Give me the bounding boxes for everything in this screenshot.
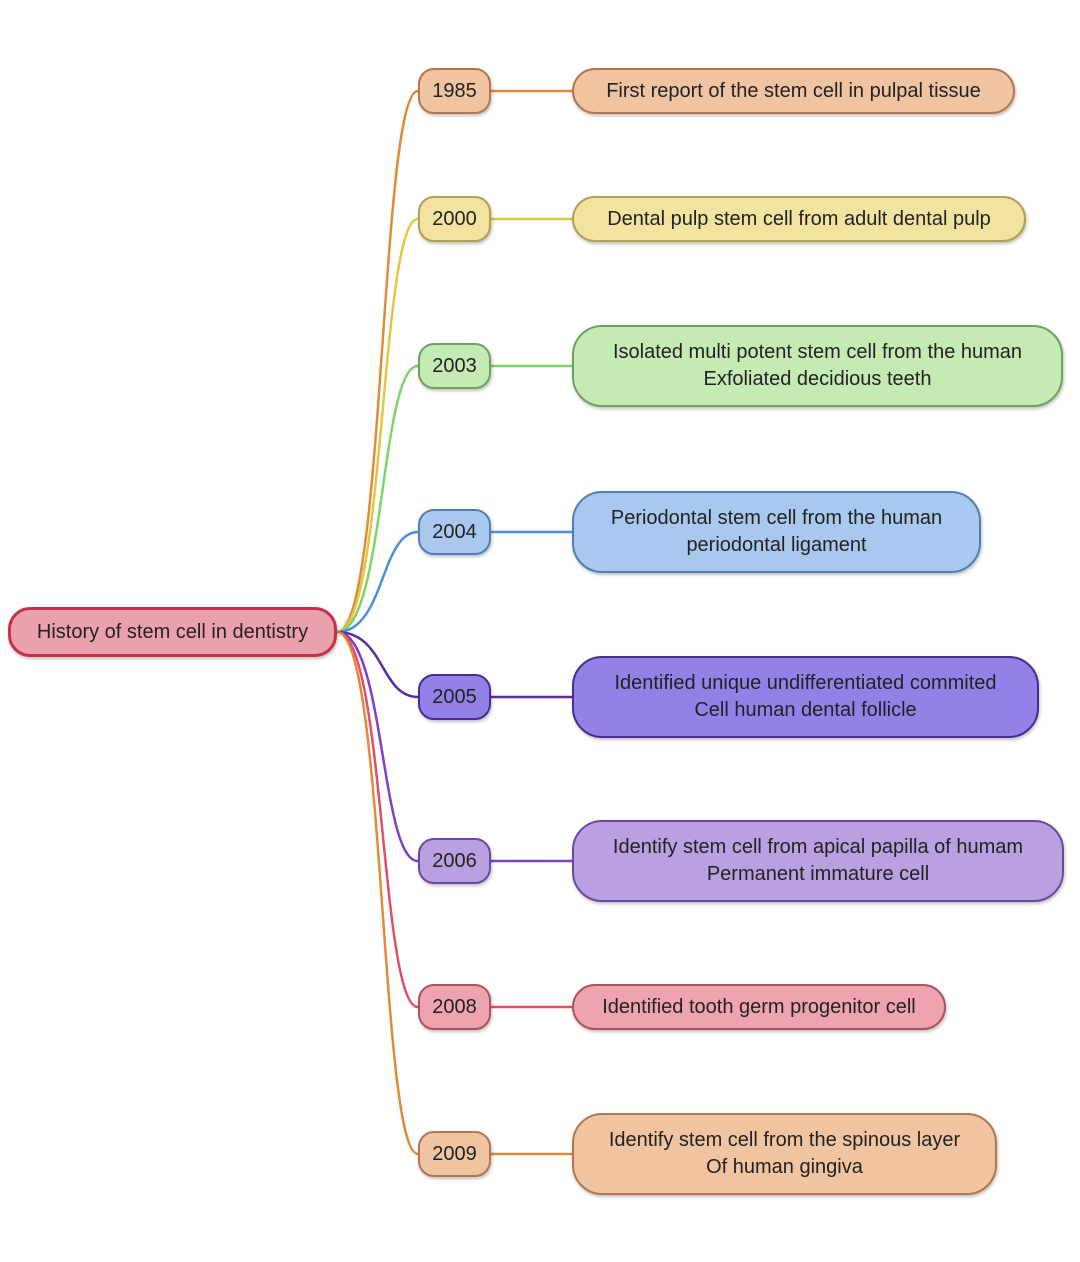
event-node[interactable]: First report of the stem cell in pulpal … [572, 68, 1015, 114]
event-description: First report of the stem cell in pulpal … [606, 79, 981, 102]
event-description: Identified unique undifferentiated commi… [614, 672, 997, 721]
year-label: 2003 [432, 354, 477, 377]
year-label: 2006 [432, 849, 477, 872]
year-node-2000[interactable]: 2000 [418, 196, 491, 242]
branch-line [336, 530, 419, 634]
branch-line [336, 364, 419, 634]
year-node-2005[interactable]: 2005 [418, 674, 491, 720]
event-node[interactable]: Identified tooth germ progenitor cell [572, 984, 946, 1030]
branch-line [336, 89, 419, 634]
year-node-2009[interactable]: 2009 [418, 1131, 491, 1177]
event-description: Identified tooth germ progenitor cell [602, 995, 916, 1018]
year-label: 1985 [432, 79, 477, 102]
event-description: Isolated multi potent stem cell from the… [612, 341, 1023, 390]
year-node-2003[interactable]: 2003 [418, 343, 491, 389]
event-node[interactable]: Identify stem cell from apical papilla o… [572, 820, 1064, 902]
year-label: 2000 [432, 207, 477, 230]
year-label: 2005 [432, 685, 477, 708]
branch-line [336, 630, 419, 699]
year-node-1985[interactable]: 1985 [418, 68, 491, 114]
event-description: Dental pulp stem cell from adult dental … [607, 207, 991, 230]
year-node-2004[interactable]: 2004 [418, 509, 491, 555]
year-label: 2008 [432, 995, 477, 1018]
event-description: Periodontal stem cell from the human per… [610, 507, 943, 556]
year-node-2006[interactable]: 2006 [418, 838, 491, 884]
branch-line [336, 630, 419, 1156]
event-node[interactable]: Identify stem cell from the spinous laye… [572, 1113, 997, 1195]
year-label: 2009 [432, 1142, 477, 1165]
event-node[interactable]: Identified unique undifferentiated commi… [572, 656, 1039, 738]
root-label: History of stem cell in dentistry [36, 620, 309, 643]
branch-line [336, 630, 419, 1009]
year-node-2008[interactable]: 2008 [418, 984, 491, 1030]
branch-line [336, 217, 419, 634]
event-description: Identify stem cell from the spinous laye… [608, 1129, 961, 1178]
year-label: 2004 [432, 520, 477, 543]
root-node[interactable]: History of stem cell in dentistry [8, 607, 337, 657]
event-node[interactable]: Periodontal stem cell from the human per… [572, 491, 981, 573]
event-node[interactable]: Dental pulp stem cell from adult dental … [572, 196, 1026, 242]
event-node[interactable]: Isolated multi potent stem cell from the… [572, 325, 1063, 407]
event-description: Identify stem cell from apical papilla o… [612, 836, 1024, 885]
branch-line [336, 630, 419, 863]
